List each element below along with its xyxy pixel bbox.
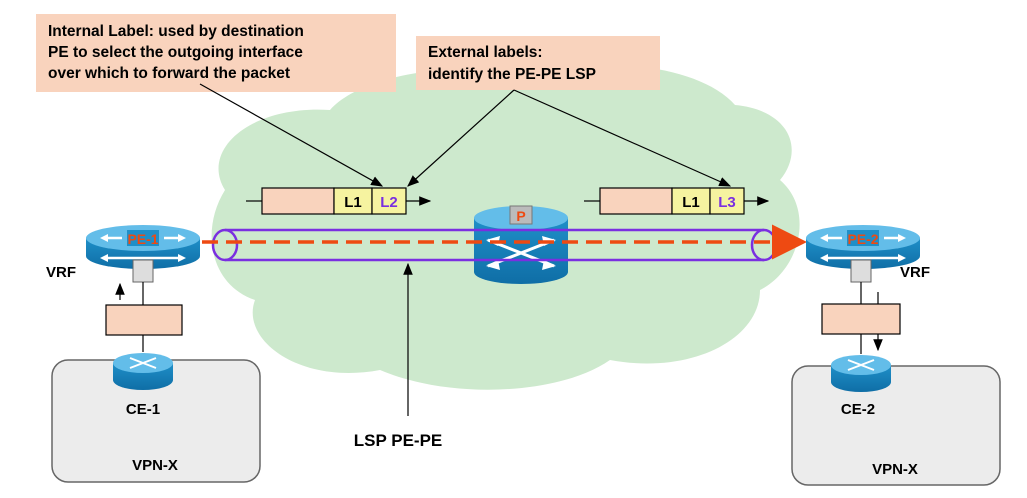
vpn-label-left: VPN-X — [132, 457, 178, 474]
ce2-router — [831, 355, 891, 392]
callout-external-labels: External labels: identify the PE-PE LSP — [416, 36, 660, 90]
ce2-label: CE-2 — [841, 401, 875, 418]
callout-internal-line-1: Internal Label: used by destination — [48, 23, 304, 40]
label-l1: L1 — [344, 194, 362, 211]
vrf-label-right: VRF — [900, 264, 930, 281]
p-router-label: P — [516, 208, 525, 224]
packet-box-left — [105, 304, 183, 336]
callout-internal-line-2: PE to select the outgoing interface — [48, 44, 303, 61]
lsp-tunnel — [211, 228, 778, 262]
packet-box-right — [821, 303, 901, 335]
label-l2: L2 — [380, 194, 398, 211]
label-l3: L3 — [718, 194, 736, 211]
pe2-label: PE-2 — [847, 231, 878, 247]
callout-external-line-2: identify the PE-PE LSP — [428, 66, 596, 83]
pe1-router: PE-1 — [86, 225, 200, 269]
callout-external-line-1: External labels: — [428, 44, 543, 61]
vrf-label-left: VRF — [46, 264, 76, 281]
p-router: P — [474, 205, 568, 284]
callout-internal-line-3: over which to forward the packet — [48, 65, 290, 82]
vrf-box-left — [132, 259, 154, 283]
vrf-box-right — [850, 259, 872, 283]
arrow-icon — [199, 83, 384, 187]
lsp-label: LSP PE-PE — [354, 431, 443, 450]
vpn-label-right: VPN-X — [872, 461, 918, 478]
arrow-icon — [407, 89, 515, 187]
vpn-site-right — [791, 365, 1001, 486]
ce1-label: CE-1 — [126, 401, 160, 418]
callout-internal-label: Internal Label: used by destination PE t… — [36, 14, 396, 92]
label-stack-right: L1 L3 — [584, 187, 770, 215]
arrow-icon — [513, 89, 732, 187]
pe2-router: PE-2 — [806, 225, 920, 269]
label-l1-right: L1 — [682, 194, 700, 211]
label-stack-left: L1 L2 — [246, 187, 432, 215]
ce1-router — [113, 353, 173, 390]
pe1-label: PE-1 — [127, 231, 158, 247]
tunnel-icon — [211, 228, 239, 262]
